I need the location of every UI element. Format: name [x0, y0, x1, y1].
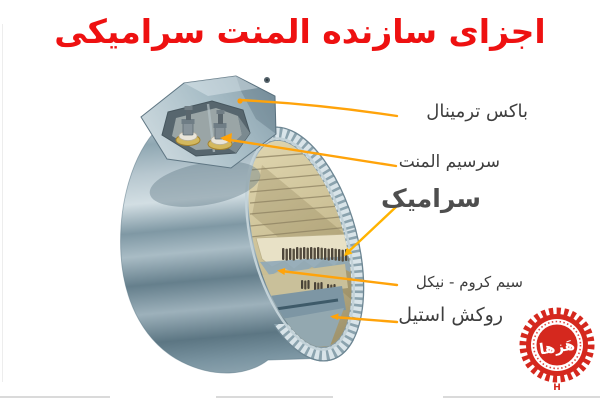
leader-lines: [222, 98, 399, 324]
company-logo-stamp: هَزها H: [519, 307, 595, 393]
leader-arrowheads: [220, 98, 353, 320]
leader-terminal-box: [237, 98, 399, 118]
leader-ceramic: [344, 204, 399, 256]
stamp-microtext-ring: [532, 320, 582, 370]
page-edge-line: [216, 396, 333, 398]
leader-element-lead: [222, 137, 398, 168]
label-terminal-box: باکس ترمینال: [426, 101, 528, 122]
box-shadow: [149, 161, 261, 207]
leader-steel-cover: [331, 315, 399, 324]
logo-text: هَزها: [538, 336, 576, 359]
page-title: اجزای سازنده المنت سرامیکی: [54, 12, 546, 51]
label-ceramic: سرامیک: [381, 184, 481, 213]
logo-subtext: H: [553, 383, 561, 393]
page-edge-line: [2, 24, 3, 382]
label-chrome-nickel-wire: سیم کروم - نیکل: [415, 273, 523, 291]
ceramic-interior-detail: [249, 149, 353, 350]
label-element-lead-wire: سرسیم المنت: [398, 152, 500, 172]
inner-steel-lip: [245, 137, 355, 351]
page-edge-line: [443, 396, 600, 398]
page-edge-line: [0, 396, 110, 398]
leader-chrome-nickel-wire: [279, 269, 399, 287]
label-steel-cover: روکش استیل: [398, 304, 503, 326]
terminal-post: [175, 106, 201, 146]
